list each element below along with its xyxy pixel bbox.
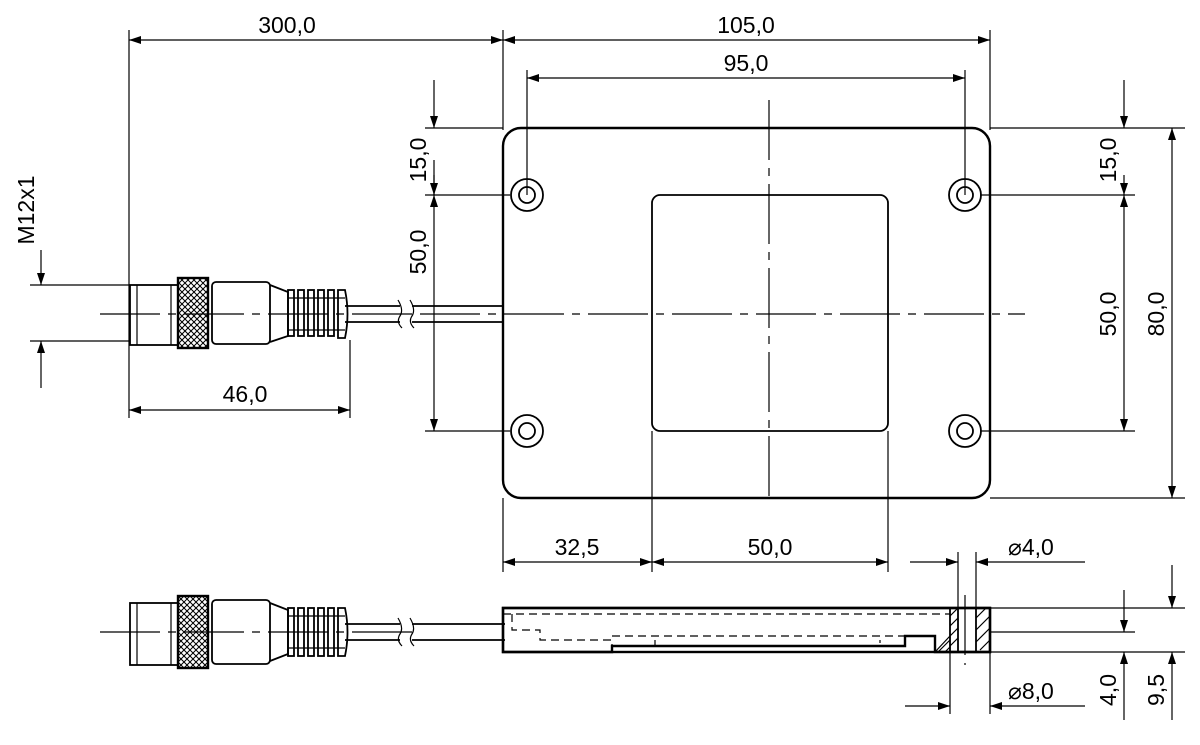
dim-window-width: 50,0 [748,534,793,560]
dim-hole-spacing-y-left: 50,0 [405,230,431,275]
dim-hole-spacing-y-right: 50,0 [1095,292,1121,337]
dim-hole-spacing-x: 95,0 [724,50,769,76]
dim-counterbore-diameter-value: 8,0 [1022,678,1054,704]
dim-window-offset-x: 32,5 [555,534,600,560]
strain-relief-ribs [287,289,349,339]
diameter-symbol: ⌀ [1008,678,1022,704]
dim-top-offset-left: 15,0 [405,138,431,183]
plate-top-view [420,100,1025,500]
connector-top-view [100,276,503,350]
plate-outline [501,126,992,500]
dim-plate-height: 80,0 [1143,292,1169,337]
dim-counterbore-depth: 4,0 [1095,674,1121,706]
connector-body [211,281,271,345]
dim-plate-thickness: 9,5 [1143,674,1169,706]
dim-hole-diameter: ⌀4,0 [1008,534,1054,560]
dim-connector-length: 46,0 [223,381,268,407]
dim-top-offset-right: 15,0 [1095,138,1121,183]
diameter-symbol: ⌀ [1008,534,1022,560]
mounting-hole-bottom-right [948,414,982,448]
dim-counterbore-diameter: ⌀8,0 [1008,678,1054,704]
dimension-labels: 300,0 105,0 95,0 46,0 32,5 50,0 15,0 50,… [13,12,1169,706]
sensor-window [651,194,889,432]
counterbore-section [933,607,991,653]
dim-plate-width: 105,0 [717,12,775,38]
dim-cable-length: 300,0 [258,12,316,38]
knurled-nut [176,276,210,350]
dim-thread: M12x1 [13,175,39,244]
knurl-pattern [178,278,208,348]
dim-hole-diameter-value: 4,0 [1022,534,1054,560]
dimension-lines [30,30,1185,720]
mounting-hole-bottom-left [510,414,544,448]
side-view [100,594,992,670]
